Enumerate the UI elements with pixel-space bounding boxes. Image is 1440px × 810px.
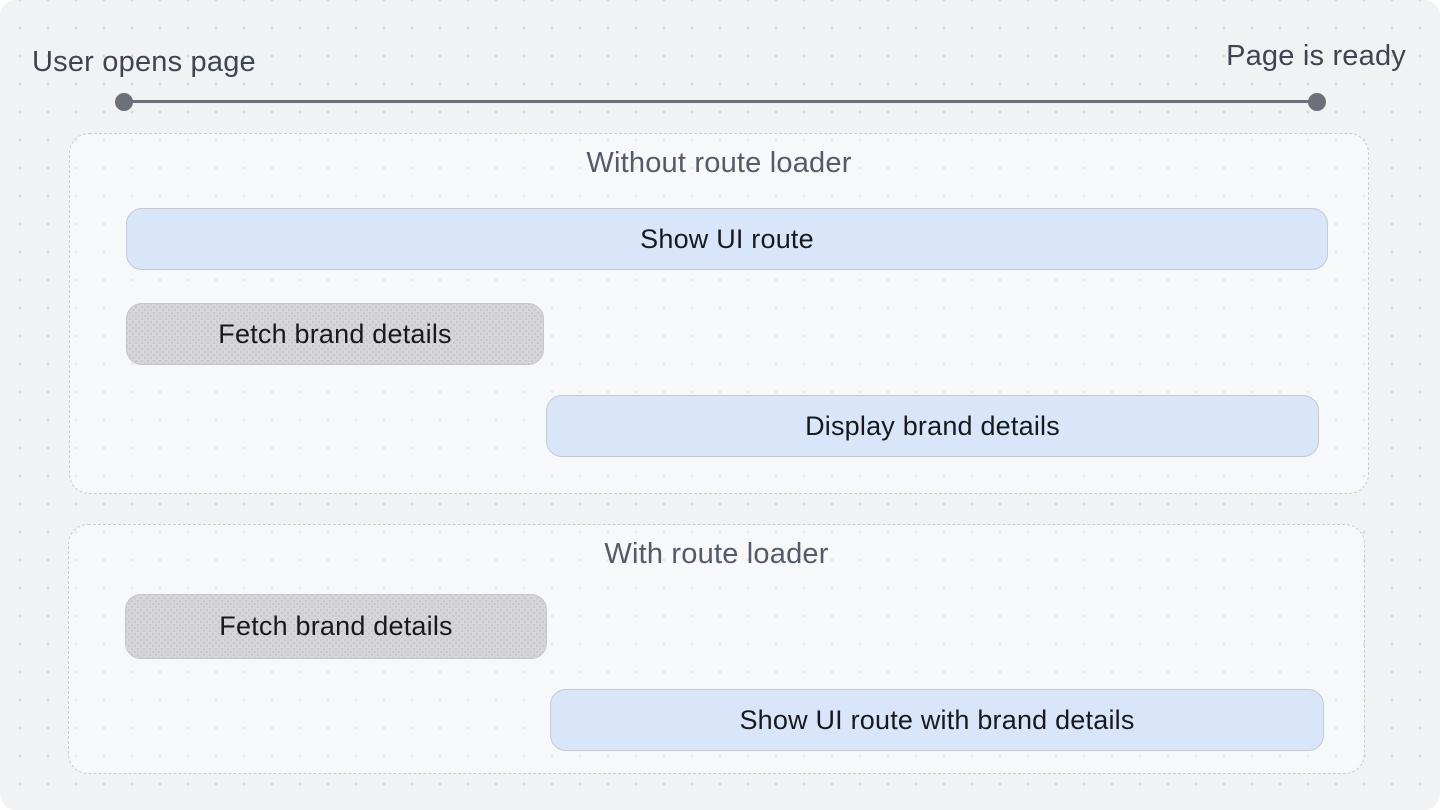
bar-fetch-brand-details: Fetch brand details	[126, 303, 544, 365]
bar-show-ui-route-with-brand-details: Show UI route with brand details	[550, 689, 1324, 751]
timeline-track	[115, 92, 1326, 111]
bar-label: Fetch brand details	[218, 318, 452, 349]
section-without-route-loader: Without route loader Show UI route Fetch…	[69, 133, 1369, 494]
timeline-end-label: Page is ready	[1226, 40, 1406, 72]
bar-display-brand-details: Display brand details	[546, 395, 1319, 457]
section-title: With route loader	[604, 538, 829, 570]
bar-label: Fetch brand details	[219, 611, 453, 641]
section-title: Without route loader	[586, 147, 852, 179]
bar-show-ui-route: Show UI route	[126, 208, 1328, 270]
bar-fetch-brand-details: Fetch brand details	[125, 594, 547, 659]
bar-label: Show UI route with brand details	[739, 704, 1135, 735]
bar-label: Show UI route	[640, 223, 814, 254]
timeline-start-label: User opens page	[32, 46, 256, 78]
section-with-route-loader: With route loader Fetch brand details Sh…	[68, 524, 1365, 774]
bar-label: Display brand details	[805, 410, 1060, 441]
